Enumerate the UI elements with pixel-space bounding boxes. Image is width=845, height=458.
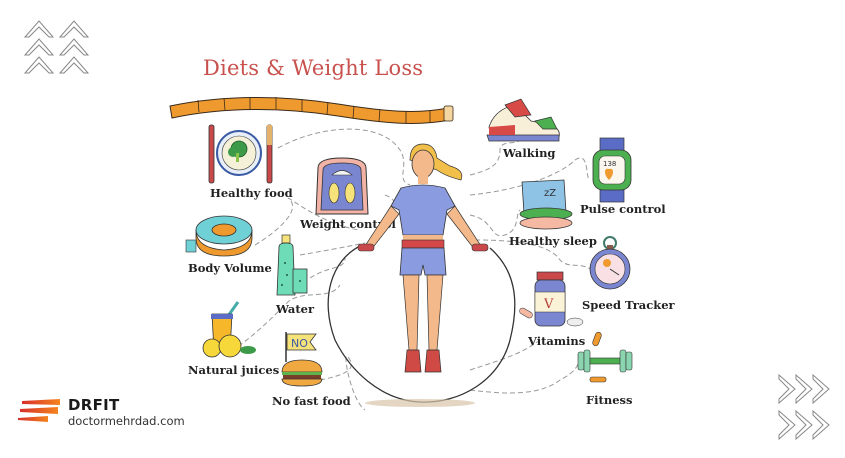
vitamin-letter: V (543, 297, 554, 312)
brand-name: DRFIT (68, 396, 120, 414)
label-walking: Walking (503, 146, 556, 160)
chevron-up-pattern-icon (23, 20, 90, 74)
label-healthy-food: Healthy food (210, 186, 293, 200)
healthy-food-icon (208, 124, 273, 184)
label-weight-control: Weight control (300, 217, 396, 231)
chevron-right-pattern-icon (778, 373, 830, 441)
label-no-fast-food: No fast food (272, 394, 351, 408)
fitness-dumbbell-icon (577, 331, 633, 383)
healthy-sleep-pillow-icon: zZ (519, 179, 573, 230)
brand-url[interactable]: doctormehrdad.com (68, 414, 185, 428)
weight-control-icon (315, 157, 369, 215)
flag-text: NO (291, 337, 308, 350)
woman-jumping-rope-figure (357, 143, 489, 373)
pulse-control-smartwatch-icon: 138 (592, 137, 632, 203)
label-pulse-control: Pulse control (580, 202, 666, 216)
svg-text:zZ: zZ (544, 188, 556, 199)
walking-sneakers-icon (486, 98, 560, 142)
label-speed-tracker: Speed Tracker (582, 298, 675, 312)
label-healthy-sleep: Healthy sleep (509, 234, 597, 248)
speed-tracker-stopwatch-icon (589, 236, 631, 290)
label-water: Water (276, 302, 315, 316)
label-body-volume: Body Volume (188, 261, 272, 275)
label-natural-juices: Natural juices (188, 363, 280, 377)
water-icon (276, 234, 308, 296)
drfit-logo-icon (18, 399, 60, 422)
label-vitamins: Vitamins (528, 334, 586, 348)
no-fast-food-icon: NO (281, 332, 323, 387)
vitamins-bottle-icon: V (519, 271, 584, 327)
pulse-reading: 138 (603, 160, 616, 168)
natural-juices-icon (202, 301, 256, 358)
measuring-tape-icon (169, 97, 454, 124)
body-volume-icon (185, 215, 253, 257)
page-title: Diets & Weight Loss (203, 56, 424, 80)
label-fitness: Fitness (586, 393, 633, 407)
